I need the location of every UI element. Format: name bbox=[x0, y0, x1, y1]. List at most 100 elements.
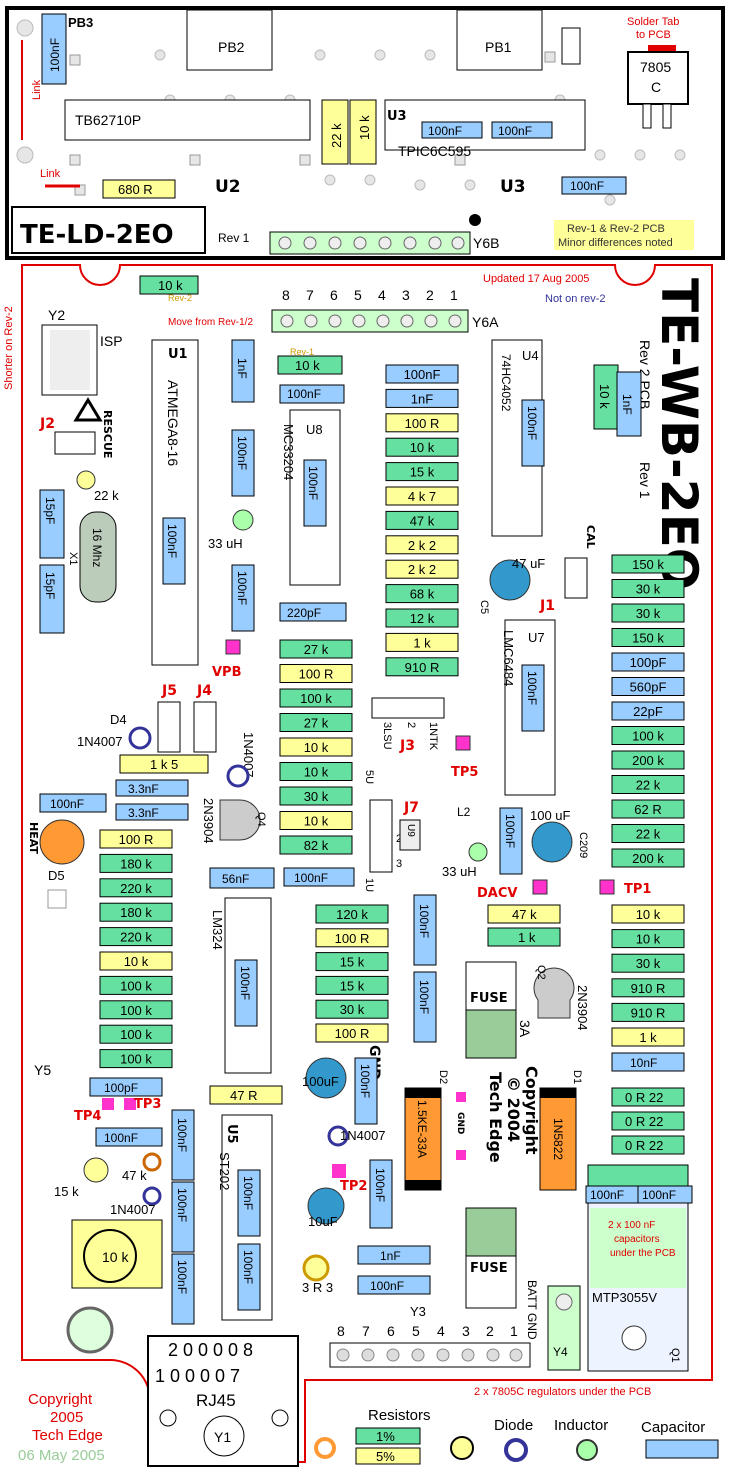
svg-text:VPB: VPB bbox=[212, 665, 242, 680]
col3-component-body bbox=[611, 848, 685, 868]
col2-component-body bbox=[385, 608, 459, 628]
svg-text:100nF: 100nF bbox=[235, 436, 249, 470]
svg-text:100nF: 100nF bbox=[570, 179, 604, 193]
col2-component-body bbox=[385, 364, 459, 384]
col1-component-body bbox=[279, 786, 353, 806]
svg-text:6: 6 bbox=[330, 287, 338, 303]
col1-component-body bbox=[279, 639, 353, 659]
svg-text:Rev 1: Rev 1 bbox=[637, 462, 653, 499]
svg-text:10uF: 10uF bbox=[308, 1214, 338, 1229]
svg-text:100nF: 100nF bbox=[370, 1279, 404, 1293]
svg-text:100nF: 100nF bbox=[175, 1118, 189, 1152]
svg-text:Q2: Q2 bbox=[535, 965, 547, 980]
top-board: PB2 PB1 PB3 100nF Link Link TB62710P 22 … bbox=[5, 6, 725, 260]
u1-chip bbox=[151, 339, 199, 666]
svg-text:1: 1 bbox=[510, 1323, 518, 1339]
svg-text:Y3: Y3 bbox=[410, 1304, 426, 1319]
svg-text:Y4: Y4 bbox=[553, 1345, 568, 1359]
col3-component-label: 560pF bbox=[630, 680, 667, 695]
u3-label-b: U3 bbox=[500, 177, 526, 197]
col6-component-label: 1 k bbox=[639, 1030, 657, 1045]
svg-text:74HC4052: 74HC4052 bbox=[499, 354, 513, 412]
col3-component-label: 200 k bbox=[632, 851, 664, 866]
svg-text:6: 6 bbox=[387, 1323, 395, 1339]
col2-component-body bbox=[385, 462, 459, 482]
svg-text:5: 5 bbox=[354, 287, 362, 303]
main-board-title: TE-WB-2EO bbox=[650, 278, 708, 590]
svg-text:J1: J1 bbox=[539, 598, 555, 614]
svg-text:100nF: 100nF bbox=[175, 1188, 189, 1222]
svg-text:TP1: TP1 bbox=[624, 882, 651, 897]
svg-text:Q1: Q1 bbox=[669, 1348, 681, 1363]
svg-text:100nF: 100nF bbox=[590, 1188, 624, 1202]
col1-component-label: 10 k bbox=[304, 740, 329, 755]
svg-text:1N5822: 1N5822 bbox=[551, 1118, 565, 1160]
svg-text:100nF: 100nF bbox=[306, 466, 320, 500]
col3-component-label: 100pF bbox=[630, 655, 667, 670]
svg-text:C: C bbox=[651, 79, 661, 95]
svg-text:33 uH: 33 uH bbox=[442, 864, 477, 879]
svg-text:1.5KE-33A: 1.5KE-33A bbox=[415, 1100, 429, 1158]
svg-text:capacitors: capacitors bbox=[614, 1234, 660, 1245]
svg-text:1N4007: 1N4007 bbox=[77, 734, 123, 749]
svg-text:100nF: 100nF bbox=[498, 124, 532, 138]
col2-component-label: 68 k bbox=[410, 587, 435, 602]
svg-text:Shorter on Rev-2: Shorter on Rev-2 bbox=[3, 306, 15, 390]
u3-label-a: U3 bbox=[387, 109, 407, 124]
svg-text:7: 7 bbox=[362, 1323, 370, 1339]
svg-text:06 May 2005: 06 May 2005 bbox=[18, 1447, 105, 1464]
svg-text:to PCB: to PCB bbox=[636, 29, 671, 41]
svg-text:4: 4 bbox=[437, 1323, 445, 1339]
col3-component-body bbox=[611, 603, 685, 623]
col2-component-body bbox=[385, 535, 459, 555]
pb3-capacitor bbox=[41, 13, 67, 85]
svg-text:3: 3 bbox=[402, 287, 410, 303]
svg-text:100nF: 100nF bbox=[235, 571, 249, 605]
svg-text:FUSE: FUSE bbox=[470, 1261, 508, 1276]
col1-component-body bbox=[279, 835, 353, 855]
pb2-label: PB2 bbox=[218, 39, 245, 55]
svg-text:D1: D1 bbox=[571, 1070, 583, 1084]
svg-text:C5: C5 bbox=[478, 600, 490, 614]
col4-component-body bbox=[99, 853, 173, 873]
svg-text:RJ45: RJ45 bbox=[196, 1391, 236, 1410]
col3-component-label: 30 k bbox=[636, 606, 661, 621]
svg-text:MTP3055V: MTP3055V bbox=[592, 1290, 657, 1305]
col2-component-label: 12 k bbox=[410, 611, 435, 626]
svg-text:0 R 22: 0 R 22 bbox=[625, 1090, 663, 1105]
svg-text:Tech Edge: Tech Edge bbox=[32, 1427, 103, 1444]
svg-text:2N3904: 2N3904 bbox=[575, 985, 590, 1031]
col1-component-body bbox=[279, 664, 353, 683]
y6a-header: 8 7 6 5 4 3 2 1 Y6A bbox=[271, 287, 499, 333]
svg-text:22 k: 22 k bbox=[329, 123, 344, 148]
svg-text:2: 2 bbox=[405, 722, 417, 728]
svg-text:Y2: Y2 bbox=[48, 307, 65, 323]
col2-component-body bbox=[385, 388, 459, 408]
svg-text:Not on rev-2: Not on rev-2 bbox=[545, 293, 606, 305]
svg-text:15 k: 15 k bbox=[54, 1184, 79, 1199]
col6-component-label: 10 k bbox=[636, 932, 661, 947]
svg-text:Q4: Q4 bbox=[255, 812, 267, 827]
r680-resistor bbox=[102, 179, 176, 199]
svg-text:2: 2 bbox=[486, 1323, 494, 1339]
col1-component-label: 100 k bbox=[300, 691, 332, 706]
col4-component-body bbox=[99, 1024, 173, 1044]
svg-text:BATT GND: BATT GND bbox=[525, 1280, 539, 1340]
top-board-title: TE-LD-2EO bbox=[20, 220, 174, 250]
col1-component-label: 30 k bbox=[304, 789, 329, 804]
legend-capacitor: Capacitor bbox=[641, 1419, 705, 1436]
svg-text:D5: D5 bbox=[48, 868, 65, 883]
svg-text:3: 3 bbox=[462, 1323, 470, 1339]
svg-text:7: 7 bbox=[306, 287, 314, 303]
svg-text:5U: 5U bbox=[363, 770, 375, 784]
svg-text:15pF: 15pF bbox=[43, 497, 57, 524]
pb1-label: PB1 bbox=[485, 39, 512, 55]
svg-text:100nF: 100nF bbox=[525, 671, 539, 705]
col2-component-label: 2 k 2 bbox=[408, 562, 436, 577]
svg-text:10 k: 10 k bbox=[102, 1249, 129, 1265]
svg-text:TP4: TP4 bbox=[74, 1109, 101, 1124]
col4-component-label: 100 k bbox=[120, 1027, 152, 1042]
